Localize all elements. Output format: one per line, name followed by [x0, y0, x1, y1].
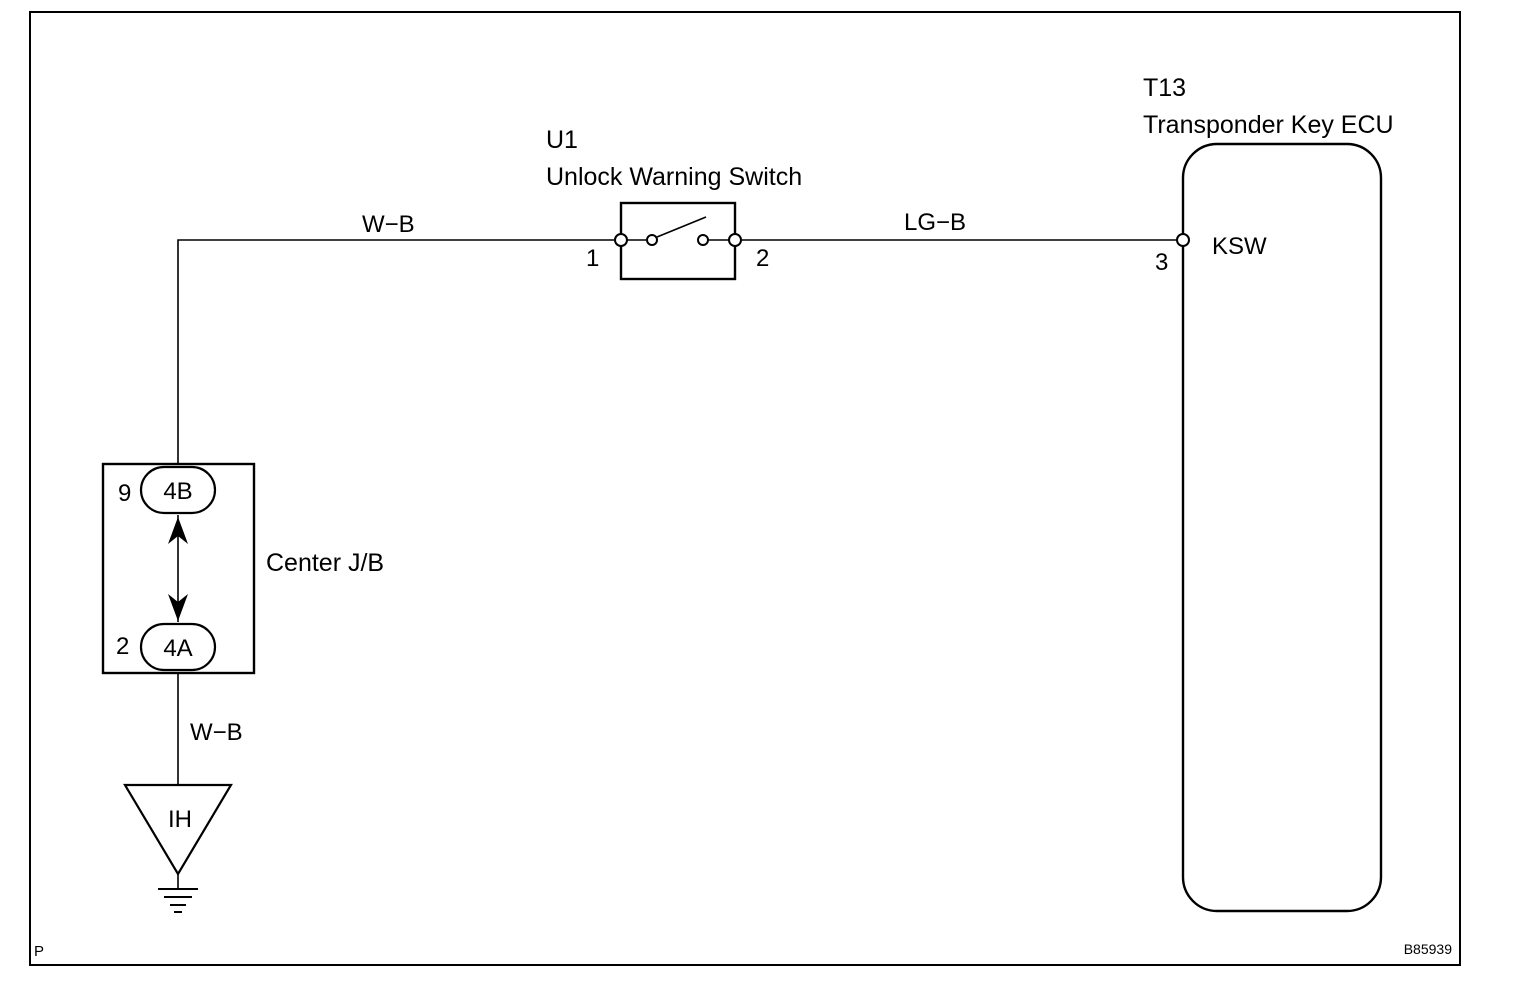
frame-corner-left: P: [34, 943, 44, 960]
junction-name: Center J/B: [266, 549, 384, 577]
wire-label-top-left: W−B: [362, 211, 415, 238]
wire-w-b-top: [177, 239, 614, 464]
switch-pin-1: 1: [586, 245, 599, 272]
ecu-name: Transponder Key ECU: [1143, 111, 1394, 139]
wire-label-bottom: W−B: [190, 719, 243, 746]
switch-name: Unlock Warning Switch: [546, 163, 802, 191]
ecu-pin-3: 3: [1155, 249, 1168, 276]
ecu-code: T13: [1143, 74, 1186, 102]
arrow-up-icon: [168, 517, 188, 544]
switch-blade: [656, 216, 707, 238]
junction-bottom-connector: 4A: [163, 635, 192, 662]
transponder-key-ecu: [1176, 142, 1383, 913]
center-junction-block: [101, 462, 256, 675]
switch-code: U1: [546, 126, 578, 154]
wire-label-top-right: LG−B: [904, 209, 966, 236]
connector-4b: [139, 465, 217, 515]
ecu-terminal-3: [1176, 233, 1190, 247]
switch-terminal-1: [614, 233, 628, 247]
connector-4a: [139, 622, 217, 672]
ground-point: [123, 783, 233, 913]
switch-terminal-2: [728, 233, 742, 247]
switch-contact-left: [646, 234, 658, 246]
arrow-down-icon: [168, 594, 188, 621]
switch-pin-2: 2: [756, 245, 769, 272]
frame-corner-right: B85939: [1404, 941, 1452, 957]
ground-label: IH: [168, 806, 192, 833]
switch-body: [619, 201, 737, 281]
ground-triangle: [123, 783, 233, 877]
unlock-warning-switch: [614, 201, 742, 281]
ecu-pin-name: KSW: [1212, 233, 1267, 260]
switch-contact-right: [697, 234, 709, 246]
diagram-frame: [29, 11, 1461, 966]
junction-top-pin: 9: [118, 480, 131, 507]
junction-top-connector: 4B: [163, 478, 192, 505]
ecu-body: [1181, 142, 1383, 913]
junction-bottom-pin: 2: [116, 633, 129, 660]
